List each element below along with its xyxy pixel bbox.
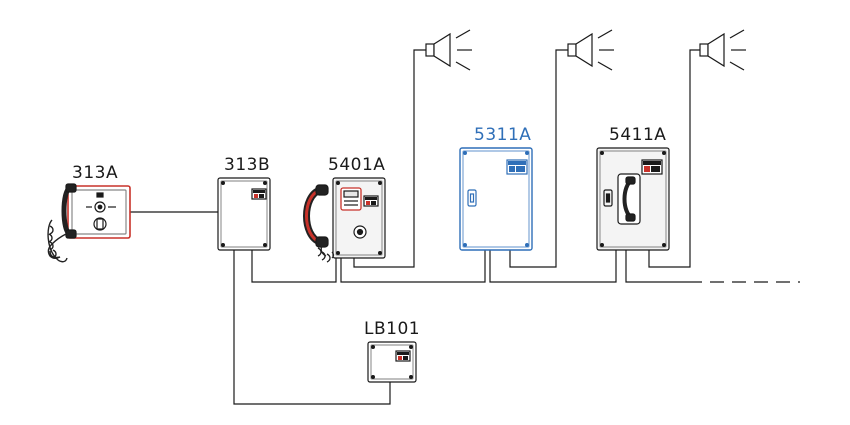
label-5411a: 5411A: [609, 125, 666, 145]
speaker-icon: [425, 29, 472, 71]
label-lb101: LB101: [364, 319, 420, 339]
logo-badge-icon: [641, 159, 663, 175]
handset-icon: [303, 184, 329, 248]
label-5311a: 5311A: [474, 125, 531, 145]
speaker-icon: [567, 29, 614, 71]
device-lb101: [367, 341, 417, 383]
device-5411a: [596, 147, 670, 251]
logo-badge-icon: [251, 188, 267, 200]
label-5401a: 5401A: [328, 155, 385, 175]
device-313a: [47, 183, 131, 263]
label-313a: 313A: [72, 163, 118, 183]
logo-badge-icon: [506, 159, 528, 175]
device-5401a: [303, 177, 386, 263]
logo-badge-icon: [395, 350, 411, 362]
logo-badge-icon: [363, 195, 379, 207]
device-5311a: [459, 147, 533, 251]
key-switch-icon: [603, 189, 613, 207]
handset-icon: [61, 183, 77, 239]
key-switch-icon: [467, 189, 477, 207]
label-313b: 313B: [224, 155, 270, 175]
device-313b: [217, 177, 271, 251]
speaker-icon: [699, 29, 746, 71]
handset-icon: [622, 176, 636, 222]
wiring: [130, 49, 800, 405]
